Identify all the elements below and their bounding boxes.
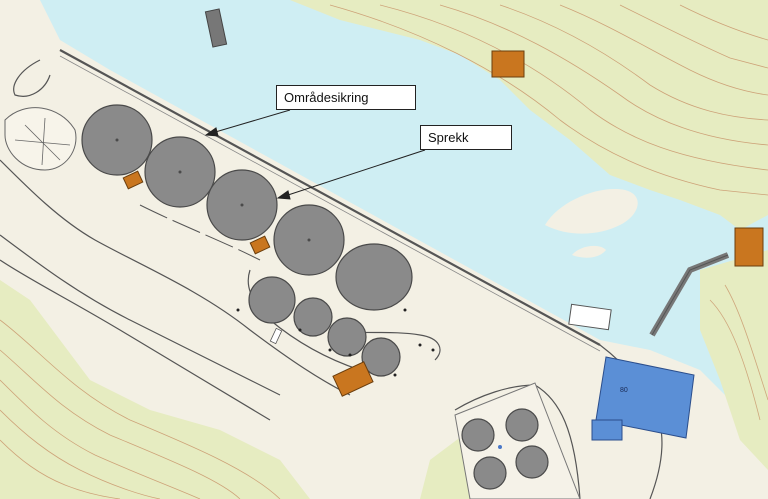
building-orange-east (734, 227, 764, 267)
building-orange-1 (122, 170, 144, 190)
site-fence (59, 49, 601, 346)
tank-13 (515, 445, 549, 479)
vegetation-east (700, 250, 768, 470)
roundabout (4, 107, 77, 171)
island (545, 189, 638, 234)
markers (236, 308, 435, 377)
tank-5 (335, 243, 413, 311)
roundabout-spokes (14, 117, 71, 166)
tank-12 (473, 456, 507, 490)
building-orange-3 (332, 361, 374, 397)
tank-11 (505, 408, 539, 442)
pier-outline (651, 254, 729, 336)
contour-lines-north-east (329, 4, 768, 196)
vegetation-south-west (0, 280, 310, 499)
contour-lines-south-west (0, 319, 281, 499)
callout-omradesikring: Områdesikring (276, 85, 416, 110)
callout-arrows (204, 109, 426, 200)
island-small (572, 245, 606, 258)
building-orange-2 (249, 235, 271, 255)
vegetation-north-east (290, 0, 768, 230)
callout-sprekk: Sprekk (420, 125, 512, 150)
tank-8 (327, 317, 367, 357)
tank-center-marks (115, 138, 311, 242)
tank-9 (361, 337, 401, 377)
tank-10 (461, 418, 495, 452)
tank-7 (293, 297, 333, 337)
building-shed (568, 303, 612, 331)
main-building-body (595, 356, 695, 439)
contour-lines-east (709, 284, 768, 421)
small-tanks (248, 276, 401, 377)
main-building-label: 80 (620, 387, 628, 394)
small-gate (269, 327, 283, 345)
site-fence-inner (59, 55, 601, 352)
building-orange-north (491, 50, 525, 78)
paths-dashed (139, 204, 261, 261)
building-grey-north (204, 8, 228, 48)
bottom-yard (454, 382, 581, 499)
small-buildings (122, 50, 764, 397)
tank-6 (248, 276, 296, 324)
main-building (591, 356, 695, 441)
main-building-annex (591, 419, 623, 441)
